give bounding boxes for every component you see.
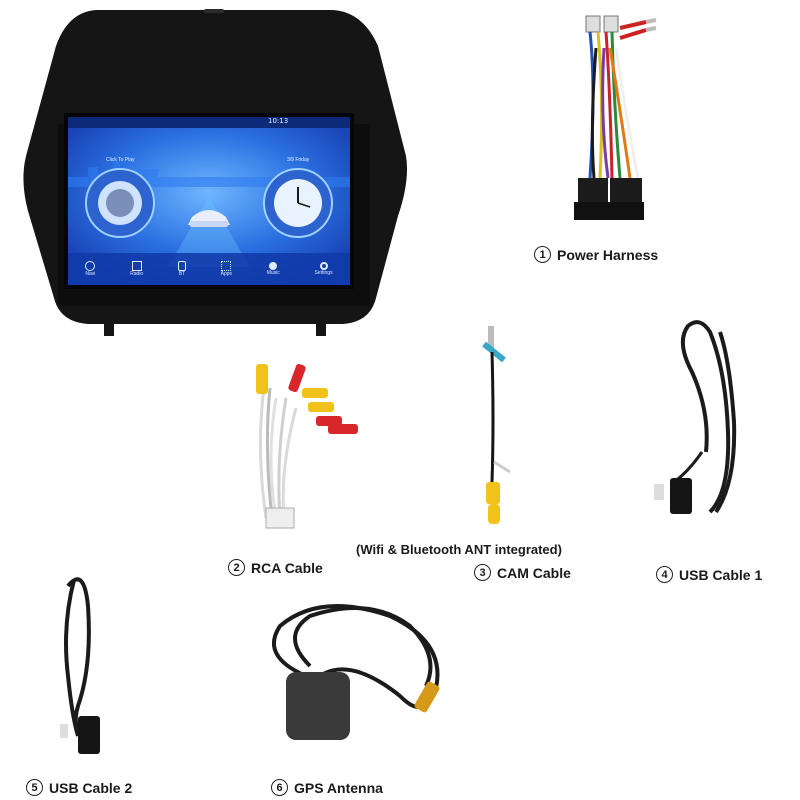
power-harness-image — [560, 8, 670, 228]
item-number: 1 — [534, 246, 551, 263]
dock-item[interactable]: Apps — [221, 261, 232, 277]
dock-item[interactable]: Navi — [85, 261, 95, 277]
item-label: 5 USB Cable 2 — [26, 779, 132, 796]
item-label: 4 USB Cable 1 — [656, 566, 762, 583]
item-name: CAM Cable — [497, 564, 571, 581]
bluetooth-icon — [177, 261, 186, 271]
item-label: 3 CAM Cable — [474, 564, 571, 581]
cam-cable-image — [470, 322, 530, 532]
clock-widget-date: 3/9 Friday — [287, 157, 310, 163]
app-dock: Navi Radio BT Apps Music Settings — [68, 255, 350, 283]
item-number: 6 — [271, 779, 288, 796]
music-widget-title: Click To Play — [106, 157, 135, 163]
item-name: RCA Cable — [251, 559, 323, 576]
music-icon — [269, 262, 278, 270]
item-name: GPS Antenna — [294, 779, 383, 796]
dock-item[interactable]: BT — [177, 261, 186, 277]
screen[interactable]: 10:13 Click To Play 3/9 Friday Navi Radi… — [64, 113, 354, 289]
item-number: 5 — [26, 779, 43, 796]
item-label: 2 RCA Cable — [228, 559, 323, 576]
item-name: USB Cable 2 — [49, 779, 133, 796]
dock-item[interactable]: Radio — [130, 261, 143, 277]
item-number: 2 — [228, 559, 245, 576]
item-number: 3 — [474, 564, 491, 581]
item-number: 4 — [656, 566, 673, 583]
apps-icon — [221, 261, 232, 271]
settings-icon — [319, 262, 328, 270]
item-name: USB Cable 1 — [679, 566, 763, 583]
usb-cable-1-image — [640, 312, 750, 532]
dock-item[interactable]: Music — [267, 262, 280, 276]
item-name: Power Harness — [557, 246, 659, 263]
radio-icon — [131, 261, 142, 271]
item-label: 1 Power Harness — [534, 246, 658, 263]
rca-cable-image — [236, 358, 366, 538]
navigation-icon — [85, 261, 96, 271]
status-time: 10:13 — [268, 117, 289, 125]
cam-note: (Wifi & Bluetooth ANT integrated) — [356, 542, 562, 557]
dock-item[interactable]: Settings — [315, 262, 333, 276]
gps-antenna-image — [250, 596, 460, 756]
usb-cable-2-image — [48, 566, 118, 766]
item-label: 6 GPS Antenna — [271, 779, 383, 796]
